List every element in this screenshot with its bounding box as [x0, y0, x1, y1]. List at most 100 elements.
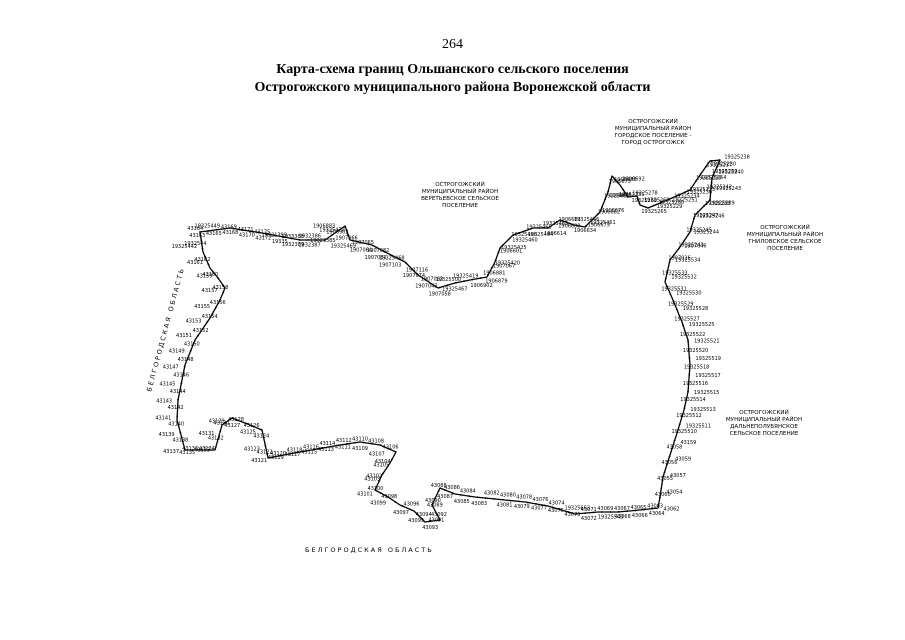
boundary-point-marker	[645, 206, 647, 209]
boundary-point-label: 43098	[381, 494, 397, 500]
boundary-point-label: 43172	[255, 236, 271, 242]
boundary-point-label: 19325419	[453, 273, 478, 279]
boundary-point-marker	[479, 277, 482, 280]
boundary-point-marker	[687, 390, 689, 393]
boundary-point-label: 43094	[416, 512, 432, 518]
boundary-point-marker	[666, 463, 668, 466]
boundary-point-label: 19062331	[619, 192, 644, 198]
boundary-point-label: 43150	[184, 342, 200, 348]
boundary-point-marker	[192, 342, 195, 344]
boundary-point-marker	[585, 225, 587, 227]
boundary-point-marker	[660, 487, 663, 490]
boundary-point-marker	[607, 190, 610, 193]
boundary-point-label: 43140	[168, 421, 184, 427]
boundary-point-marker	[543, 504, 546, 507]
boundary-point-marker	[382, 472, 385, 475]
boundary-point-label: 43103	[364, 477, 380, 483]
map-title-line-2: Острогожского муниципального района Воро…	[254, 80, 651, 95]
boundary-point-marker	[710, 159, 713, 162]
svg-text:ГОРОД ОСТРОГОЖСК: ГОРОД ОСТРОГОЖСК	[622, 140, 685, 146]
boundary-point-marker	[391, 458, 394, 461]
boundary-point-marker	[497, 251, 500, 254]
boundary-point-label: 19325236	[687, 189, 712, 195]
boundary-point-marker	[609, 182, 612, 185]
boundary-point-label: 19325238	[724, 154, 749, 160]
boundary-point-label: 1907074	[403, 273, 425, 279]
boundary-point-label: 19325239	[709, 201, 734, 207]
boundary-point-label: 19325460	[512, 238, 537, 244]
boundary-point-label: 43104	[375, 459, 391, 465]
boundary-point-label: 19325242	[707, 184, 732, 190]
boundary-point-marker	[668, 198, 671, 200]
boundary-point-marker	[208, 449, 211, 451]
boundary-point-marker	[199, 449, 202, 451]
boundary-point-marker	[273, 234, 276, 237]
boundary-point-marker	[245, 422, 247, 425]
boundary-point-marker	[671, 447, 674, 450]
boundary-point-label: 43109	[352, 446, 368, 452]
boundary-point-label: 1906634	[574, 228, 596, 234]
boundary-point-label: 43158	[213, 285, 229, 291]
boundary-point-marker	[601, 206, 603, 208]
neighbor-label-ostrogozhsk: ОСТРОГОЖСКИЙ МУНИЦИПАЛЬНЫЙ РАЙОН ГОРОДСК…	[614, 118, 691, 146]
boundary-point-label: 19325500	[436, 277, 461, 283]
boundary-point-marker	[422, 519, 424, 521]
boundary-point-label: 43069	[597, 506, 613, 512]
boundary-point-marker	[569, 222, 571, 225]
boundary-point-label: 43099	[370, 501, 386, 507]
boundary-point-marker	[417, 274, 420, 277]
boundary-point-label: 1906881	[483, 271, 505, 277]
boundary-point-marker	[249, 230, 251, 233]
boundary-point-label: 43116	[303, 444, 319, 450]
boundary-point-label: 1907081	[364, 255, 386, 261]
boundary-point-marker	[687, 382, 690, 385]
boundary-point-marker	[189, 349, 192, 352]
boundary-point-label: 43105	[373, 462, 389, 468]
boundary-point-marker	[179, 431, 182, 434]
boundary-point-marker	[684, 332, 687, 335]
boundary-point-marker	[315, 239, 318, 241]
boundary-point-label: 43119	[268, 455, 284, 461]
boundary-point-label: 1906683	[558, 217, 580, 223]
boundary-point-label: 43136	[182, 446, 198, 452]
boundary-point-label: 19325515	[694, 390, 719, 396]
boundary-point-marker	[669, 293, 672, 296]
boundary-point-label: 19325527	[674, 317, 699, 323]
boundary-point-marker	[178, 390, 181, 393]
boundary-point-label: 43175	[254, 230, 270, 236]
boundary-point-marker	[454, 281, 457, 284]
boundary-point-marker	[207, 229, 210, 232]
boundary-point-marker	[484, 497, 487, 499]
boundary-point-marker	[683, 191, 686, 194]
boundary-point-label: 43064	[649, 511, 665, 517]
boundary-point-label: 43129	[209, 418, 225, 424]
svg-text:ГНИЛОВСКОЕ СЕЛЬСКОЕ: ГНИЛОВСКОЕ СЕЛЬСКОЕ	[748, 239, 822, 245]
boundary-point-marker	[668, 261, 671, 264]
boundary-point-marker	[535, 503, 537, 505]
boundary-point-marker	[709, 198, 711, 201]
boundary-point-label: 19325425	[501, 245, 526, 251]
boundary-point-marker	[217, 438, 219, 441]
boundary-point-marker	[344, 225, 347, 228]
boundary-point-marker	[501, 244, 504, 247]
boundary-point-marker	[271, 456, 274, 459]
boundary-point-marker	[642, 508, 645, 511]
boundary-point-marker	[279, 454, 282, 457]
boundary-point-marker	[379, 444, 382, 447]
boundary-point-label: 19325235	[690, 187, 715, 193]
boundary-point-marker	[401, 505, 404, 507]
boundary-point-label: 19325247	[693, 213, 718, 219]
boundary-point-label: 43130	[214, 420, 230, 426]
boundary-point-label: 43059	[675, 456, 691, 462]
boundary-point-label: 43065	[631, 505, 647, 511]
boundary-point-label: 43134	[199, 446, 215, 452]
boundary-point-marker	[312, 448, 315, 451]
boundary-point-label: 19325463	[543, 221, 568, 227]
boundary-point-marker	[329, 445, 332, 448]
boundary-point-marker	[659, 496, 661, 499]
boundary-point-marker	[411, 268, 414, 271]
boundary-point-marker	[493, 498, 496, 500]
boundary-point-marker	[324, 239, 326, 241]
boundary-point-marker	[181, 440, 184, 442]
neighbor-label-gnilovskoe: ОСТРОГОЖСКИЙ МУНИЦИПАЛЬНЫЙ РАЙОН ГНИЛОВС…	[747, 224, 823, 252]
